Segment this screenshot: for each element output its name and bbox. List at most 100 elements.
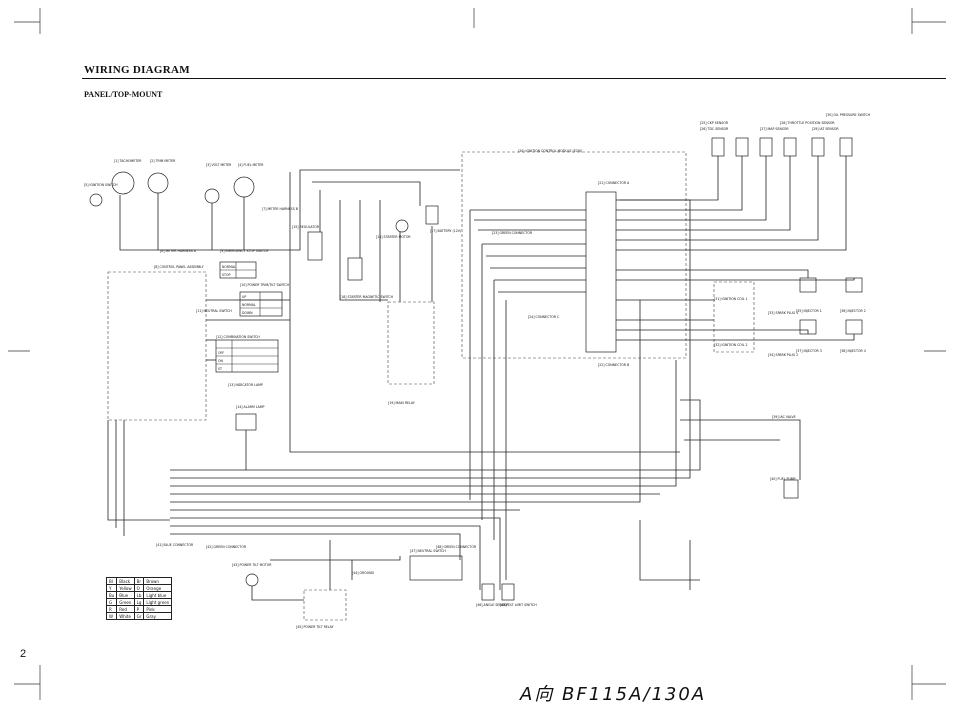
tilt-motor-icon xyxy=(245,573,259,587)
connector-a-label: [21] CONNECTOR A xyxy=(598,181,630,185)
power-tilt-motor-label: [43] POWER TILT MOTOR xyxy=(232,563,272,567)
main-relay-box xyxy=(387,301,435,385)
injector-2-label: [36] INJECTOR 2 xyxy=(840,309,866,313)
page-number: 2 xyxy=(20,648,27,660)
tdc-sensor-label: [26] TDC SENSOR xyxy=(700,127,729,131)
power-tilt-switch-label: [10] POWER TRIM/TILT SWITCH xyxy=(240,283,290,287)
magnetic-switch-box xyxy=(347,257,363,281)
section-subtitle: PANEL/TOP-MOUNT xyxy=(84,90,163,99)
ignition-coil-2-label: [32] IGNITION COIL 2 xyxy=(714,343,748,347)
legend-color: Red xyxy=(116,605,135,613)
neutral-switch-table xyxy=(409,555,463,581)
tilt-state-normal: NORMAL xyxy=(242,303,256,307)
legend-color: Gray xyxy=(143,612,173,620)
alarm-lamp-label: [14] ALARM LAMP xyxy=(236,405,265,409)
sensor-row xyxy=(711,137,853,157)
green-connector-3-label: [48] GREEN CONNECTOR xyxy=(436,545,477,549)
injector-group xyxy=(799,277,863,335)
emergency-stop-table xyxy=(219,261,257,279)
ecm-label: (20) IGNITION CONTROL MODULE (ECM) xyxy=(518,149,582,153)
throttle-sensor-label: [28] THROTTLE POSITION SENSOR xyxy=(780,121,835,125)
combo-state-off: OFF xyxy=(218,351,224,355)
neutral-switch-label: [11] NEUTRAL SWITCH xyxy=(196,309,232,313)
ckp-sensor-label: [25] CKP SENSOR xyxy=(700,121,729,125)
tilt-relay-box xyxy=(303,589,347,621)
legend-color: Black xyxy=(116,577,135,585)
legend-code: G xyxy=(105,598,118,606)
legend-code: Y xyxy=(105,584,118,592)
legend-code: R xyxy=(105,605,118,613)
connector-b-label: [22] CONNECTOR B xyxy=(598,363,629,367)
trim-meter-label: [2] TRIM METER xyxy=(150,159,176,163)
ecm-connector-block xyxy=(585,191,617,353)
ignition-coil-group xyxy=(713,281,755,353)
tilt-limit-switch-label: [49] TILT LIMIT SWITCH xyxy=(500,603,537,607)
green-connector-label: [23] GREEN CONNECTOR xyxy=(492,231,533,235)
map-sensor-label: [27] MAP SENSOR xyxy=(760,127,789,131)
title-rule xyxy=(82,78,946,79)
legend-code: P xyxy=(133,605,145,613)
tilt-switch-table xyxy=(239,291,283,317)
blue-connector-label: [41] BLUE CONNECTOR xyxy=(156,543,194,547)
legend-row: Y Yellow O Orange xyxy=(105,584,173,592)
legend-color: Light green xyxy=(143,598,173,606)
regulator-box xyxy=(307,231,323,261)
spark-plug-2-label: [34] SPARK PLUG 2 xyxy=(768,353,798,357)
starter-magnetic-switch-label: [18] STARTER MAGNETIC SWITCH xyxy=(340,295,394,299)
alarm-lamp-box xyxy=(235,413,257,431)
spark-plug-1-label: [33] SPARK PLUG 1 xyxy=(768,311,798,315)
starter-motor-icon xyxy=(395,219,409,233)
ignition-coil-1-label: [31] IGNITION COIL 1 xyxy=(714,297,748,301)
legend-color: Pink xyxy=(143,605,173,613)
legend-code: Br xyxy=(133,577,145,585)
neutral-switch-2-label: [47] NEUTRAL SWITCH xyxy=(410,549,446,553)
injector-3-label: [37] INJECTOR 3 xyxy=(796,349,822,353)
tachometer-label: [1] TACHOMETER xyxy=(114,159,142,163)
iac-valve-label: [39] IAC VALVE xyxy=(772,415,796,419)
iat-sensor-label: [29] IAT SENSOR xyxy=(812,127,839,131)
legend-color: Blue xyxy=(116,591,135,599)
control-panel-label: [8] CONTROL PANEL ASSEMBLY xyxy=(154,265,204,269)
wire-harness xyxy=(107,156,855,601)
green-connector-2-label: [42] GREEN CONNECTOR xyxy=(206,545,247,549)
meter-gauges xyxy=(89,171,255,207)
legend-color: White xyxy=(116,612,135,620)
legend-code: Bl xyxy=(105,577,118,585)
meter-harness-b-label: [7] METER HARNESS B xyxy=(262,207,298,211)
power-tilt-relay-label: [45] POWER TILT RELAY xyxy=(296,625,334,629)
fuel-meter-label: [4] FUEL METER xyxy=(238,163,264,167)
combination-switch-table xyxy=(215,339,279,373)
legend-color: Brown xyxy=(143,577,173,585)
estop-state-normal: NORMAL xyxy=(222,265,236,269)
fuel-pump-label: [40] FUEL PUMP xyxy=(770,477,796,481)
battery-icon xyxy=(425,205,439,225)
estop-state-stop: STOP xyxy=(222,273,230,277)
main-relay-label: [19] MAIN RELAY xyxy=(388,401,415,405)
legend-color: Green xyxy=(116,598,135,606)
page-title: WIRING DIAGRAM xyxy=(84,64,190,76)
handwritten-footer-note: A向 BF115A/130A xyxy=(520,684,707,705)
injector-1-label: [35] INJECTOR 1 xyxy=(796,309,822,313)
legend-code: Gr xyxy=(133,612,145,620)
angle-sensor-box xyxy=(481,583,495,601)
emergency-stop-label: [9] EMERGENCY STOP SWITCH xyxy=(220,249,269,253)
legend-row: Bu Blue Lb Light blue xyxy=(105,591,173,599)
control-panel-box xyxy=(107,271,207,421)
volt-meter-label: [3] VOLT METER xyxy=(206,163,232,167)
combination-switch-label: [12] COMBINATION SWITCH xyxy=(216,335,260,339)
legend-code: O xyxy=(133,584,145,592)
legend-row: R Red P Pink xyxy=(105,605,173,613)
combo-state-st: ST xyxy=(218,367,222,371)
legend-color: Light blue xyxy=(143,591,173,599)
tilt-state-down: DOWN xyxy=(242,311,253,315)
tilt-state-up: UP xyxy=(242,295,246,299)
ground-label: [44] GROUND xyxy=(352,571,374,575)
starter-motor-label: [16] STARTER MOTOR xyxy=(376,235,411,239)
legend-color: Orange xyxy=(143,584,173,592)
ecm-boundary xyxy=(461,151,687,359)
crop-marks xyxy=(8,8,946,700)
legend-code: Lg xyxy=(133,598,145,606)
connector-c-label: [24] CONNECTOR C xyxy=(528,315,560,319)
meter-harness-a-label: [6] METER HARNESS A xyxy=(160,249,197,253)
